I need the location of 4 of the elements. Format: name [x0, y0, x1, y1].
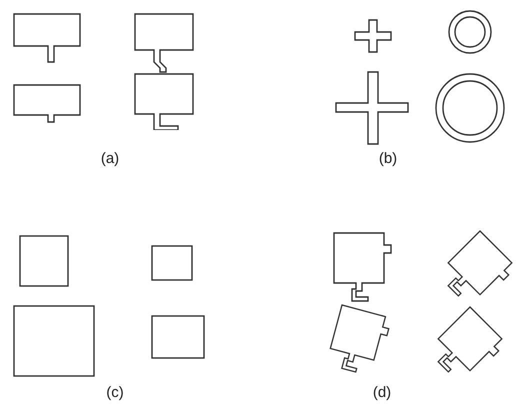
panel-label: (c): [106, 384, 124, 401]
panel-label: (b): [378, 150, 398, 167]
panel-label: (a): [100, 150, 120, 167]
panel-label: (d): [372, 384, 392, 401]
